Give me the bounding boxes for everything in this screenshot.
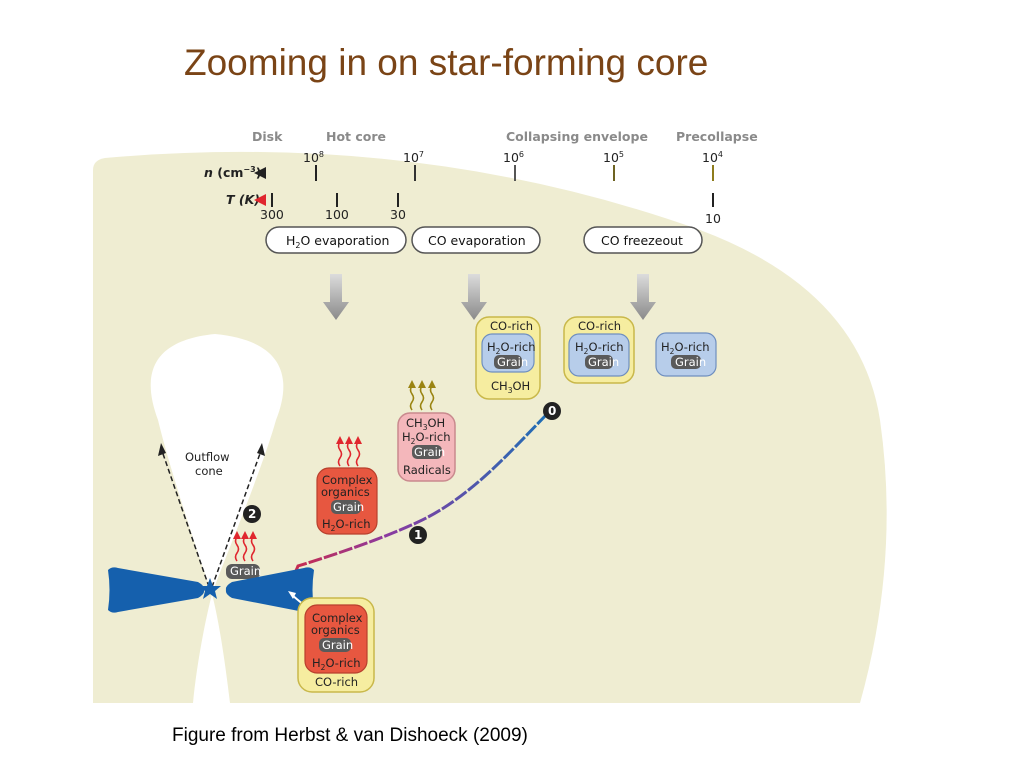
svg-text:H2O-rich: H2O-rich	[322, 517, 371, 533]
svg-text:CO-rich: CO-rich	[578, 319, 621, 333]
svg-text:Grain: Grain	[675, 355, 706, 369]
svg-text:H2O-rich: H2O-rich	[487, 340, 536, 356]
density-tick-1e8: 108	[303, 150, 324, 165]
ice-mantle-co-h2o: CO-rich H2O-rich Grain	[563, 316, 635, 384]
svg-text:Radicals: Radicals	[403, 463, 451, 477]
evaporation-wavy-arrows-ch3oh	[409, 385, 435, 411]
ice-mantle-ch3oh-radicals: CH3OH H2O-rich Grain Radicals	[397, 412, 456, 482]
ice-mantle-complex-organics-co: Complex organics Grain H2O-rich CO-rich	[297, 597, 375, 693]
svg-text:Grain: Grain	[322, 638, 353, 652]
co-evaporation-pill: CO evaporation	[411, 226, 541, 254]
slide-title: Zooming in on star-forming core	[184, 42, 709, 83]
density-axis: n (cm−3) 108 107 106 105 104	[204, 150, 723, 181]
svg-text:CO-rich: CO-rich	[315, 675, 358, 689]
header-hot-core: Hot core	[326, 129, 386, 144]
svg-text:H2O evaporation: H2O evaporation	[286, 233, 389, 250]
evaporation-wavy-arrows-disk	[234, 536, 256, 562]
evaporation-arrowheads-ch3oh	[408, 380, 436, 388]
stage-marker-0: 0	[543, 402, 561, 420]
bare-grain: Grain	[226, 564, 261, 579]
evaporation-arrowheads-disk	[233, 531, 257, 539]
svg-text:Grain: Grain	[588, 355, 619, 369]
down-arrow-co-freeze	[630, 274, 656, 320]
disk-left	[108, 567, 205, 613]
outflow-label: Outflow	[185, 450, 230, 464]
svg-text:H2O-rich: H2O-rich	[575, 340, 624, 356]
svg-text:CO freezeout: CO freezeout	[601, 233, 683, 248]
density-tick-1e6: 106	[503, 150, 524, 165]
stage-marker-2: 2	[243, 505, 261, 523]
density-tick-1e4: 104	[702, 150, 723, 165]
cone-label: cone	[195, 464, 223, 478]
disk-accretion-arrowhead	[288, 591, 296, 599]
svg-text:Grain: Grain	[230, 564, 261, 578]
temperature-axis: T (K) 300 100 30 10	[226, 192, 721, 226]
evaporation-arrowheads-organics	[336, 436, 362, 444]
temperature-tick-100: 100	[325, 207, 349, 222]
outflow-cone: Outflow cone	[158, 443, 265, 588]
svg-text:0: 0	[548, 404, 556, 418]
h2o-evaporation-pill: H2O evaporation	[265, 226, 407, 254]
svg-text:2: 2	[248, 507, 256, 521]
svg-text:CO evaporation: CO evaporation	[428, 233, 526, 248]
ice-mantle-co-h2o-ch3oh: CO-rich H2O-rich Grain CH3OH	[475, 316, 541, 400]
temperature-tick-300: 300	[260, 207, 284, 222]
svg-text:CH3OH: CH3OH	[491, 379, 530, 395]
svg-text:organics: organics	[321, 485, 370, 499]
ice-mantle-complex-organics: Complex organics Grain H2O-rich	[316, 467, 378, 535]
svg-text:CH3OH: CH3OH	[406, 416, 445, 432]
outflow-cone-cavity	[150, 334, 284, 703]
svg-text:CO-rich: CO-rich	[490, 319, 533, 333]
svg-text:organics: organics	[311, 623, 360, 637]
svg-text:Grain: Grain	[414, 445, 445, 459]
density-tick-1e5: 105	[603, 150, 624, 165]
svg-text:H2O-rich: H2O-rich	[402, 430, 451, 446]
temperature-tick-30: 30	[390, 207, 406, 222]
header-collapsing-envelope: Collapsing envelope	[506, 129, 648, 144]
envelope-region	[93, 151, 887, 703]
co-freezeout-pill: CO freezeout	[583, 226, 703, 254]
header-disk: Disk	[252, 129, 283, 144]
svg-text:H2O-rich: H2O-rich	[312, 656, 361, 672]
disk-right	[225, 567, 314, 613]
svg-text:1: 1	[414, 528, 422, 542]
density-tick-1e7: 107	[403, 150, 424, 165]
svg-text:H2O-rich: H2O-rich	[661, 340, 710, 356]
svg-text:Complex: Complex	[322, 473, 373, 487]
temperature-tick-10: 10	[705, 211, 721, 226]
stage-marker-1: 1	[409, 526, 427, 544]
down-arrow-co-evap	[461, 274, 487, 320]
ice-mantle-h2o: H2O-rich Grain	[655, 332, 717, 377]
protostar-icon	[199, 578, 221, 599]
svg-text:Complex: Complex	[312, 611, 363, 625]
svg-text:Grain: Grain	[333, 500, 364, 514]
header-precollapse: Precollapse	[676, 129, 758, 144]
down-arrow-h2o	[323, 274, 349, 320]
evaporation-wavy-arrows-organics	[337, 441, 361, 467]
figure-caption: Figure from Herbst & van Dishoeck (2009)	[172, 725, 528, 746]
svg-text:Grain: Grain	[497, 355, 528, 369]
temperature-axis-label: T (K)	[226, 192, 260, 207]
